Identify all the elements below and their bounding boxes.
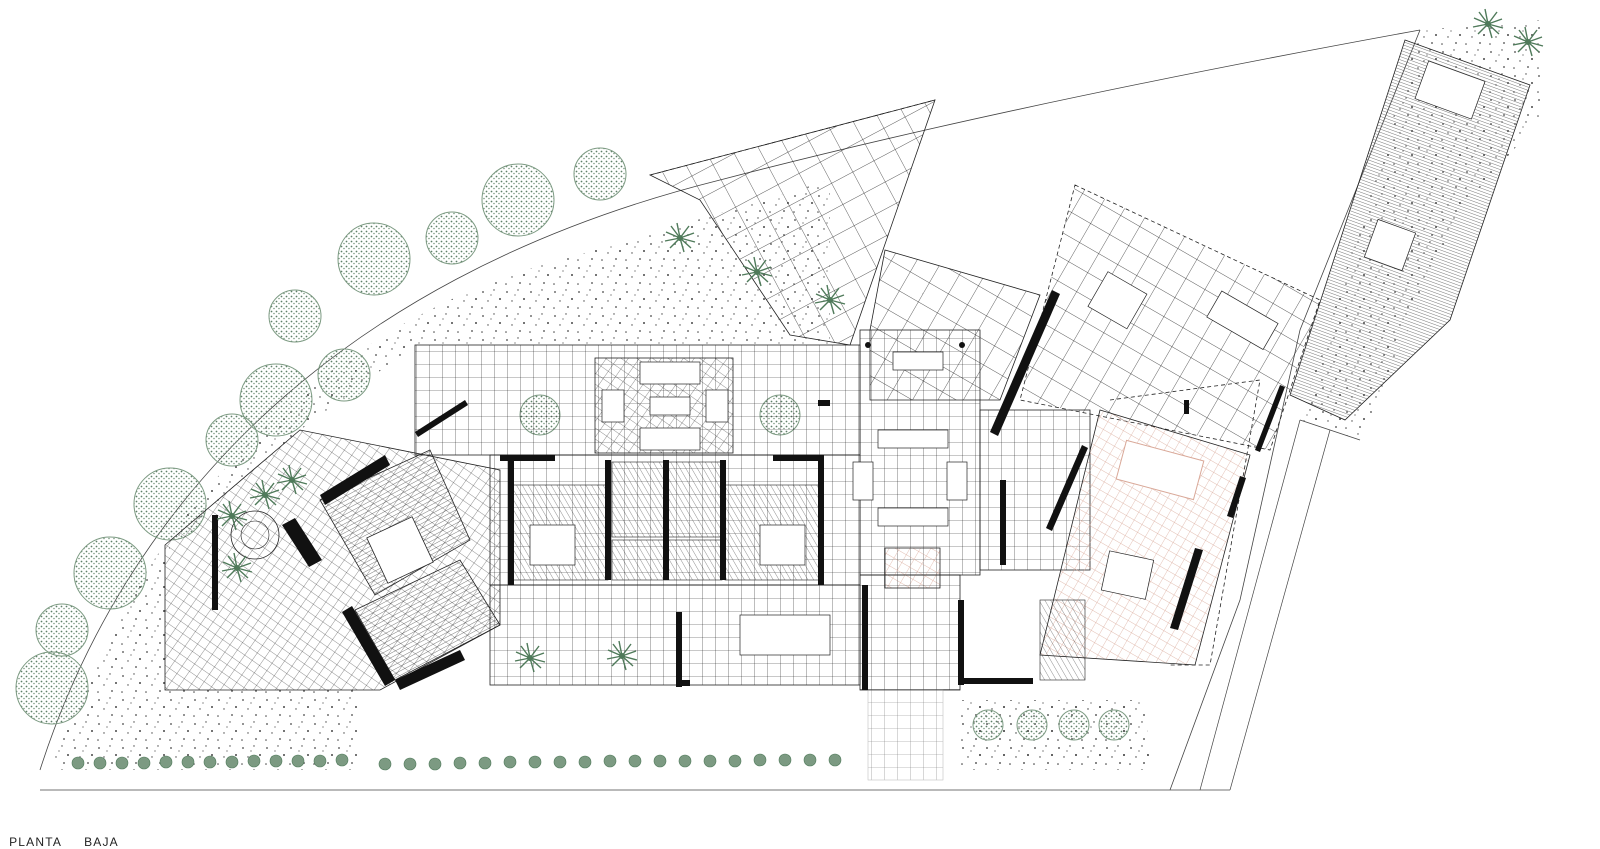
tree-icon — [15, 651, 89, 725]
shrub-icon — [653, 754, 667, 768]
kitchen-dining — [1039, 379, 1261, 681]
shrub-icon — [225, 755, 239, 769]
shrub-icon — [578, 755, 592, 769]
driveway — [1199, 419, 1361, 791]
north-terrace — [648, 99, 936, 346]
plan-caption: PLANTA BAJA — [0, 821, 119, 849]
shrub-icon — [159, 755, 173, 769]
shrub-icon — [335, 753, 349, 767]
tree-row — [15, 147, 801, 725]
west-wing — [164, 429, 501, 691]
shrub-icon — [93, 756, 107, 770]
shrub-icon — [778, 753, 792, 767]
shrub-icon — [553, 755, 567, 769]
shrub-icon — [453, 756, 467, 770]
shrub-icon — [603, 754, 617, 768]
shrub-icon — [528, 755, 542, 769]
shrub-icon — [803, 753, 817, 767]
shrub-icon — [753, 753, 767, 767]
furniture — [601, 60, 1486, 656]
shrub-row — [71, 753, 842, 771]
shrub-icon — [313, 754, 327, 768]
caption-word-1: PLANTA — [9, 835, 63, 849]
tree-icon — [73, 536, 147, 610]
shrub-icon — [247, 754, 261, 768]
shrub-icon — [503, 755, 517, 769]
shrub-cluster — [972, 709, 1130, 741]
tree-icon — [481, 163, 555, 237]
shrub-icon — [403, 757, 417, 771]
shrub-icon — [678, 754, 692, 768]
tree-icon — [317, 348, 371, 402]
shrub-icon — [428, 757, 442, 771]
tree-icon — [268, 289, 322, 343]
tree-icon — [425, 211, 479, 265]
shrub-icon — [71, 756, 85, 770]
shrub-icon — [828, 753, 842, 767]
tree-icon — [573, 147, 627, 201]
tree-icon — [205, 413, 259, 467]
shrub-icon — [628, 754, 642, 768]
shrub-icon — [115, 756, 129, 770]
tree-icon — [239, 363, 313, 437]
caption-word-2: BAJA — [84, 835, 119, 849]
tree-icon — [133, 467, 207, 541]
shrub-icon — [703, 754, 717, 768]
shrub-icon — [203, 755, 217, 769]
shrub-icon — [478, 756, 492, 770]
shrub-icon — [378, 757, 392, 771]
shrub-icon — [269, 754, 283, 768]
tree-icon — [35, 603, 89, 657]
pool-deck — [1289, 39, 1531, 421]
shrub-icon — [181, 755, 195, 769]
shrub-icon — [291, 754, 305, 768]
shrub-icon — [728, 754, 742, 768]
main-slab — [414, 329, 1091, 781]
tree-icon — [337, 222, 411, 296]
shrub-icon — [137, 756, 151, 770]
bedrooms — [512, 461, 821, 581]
walls — [212, 290, 1285, 690]
